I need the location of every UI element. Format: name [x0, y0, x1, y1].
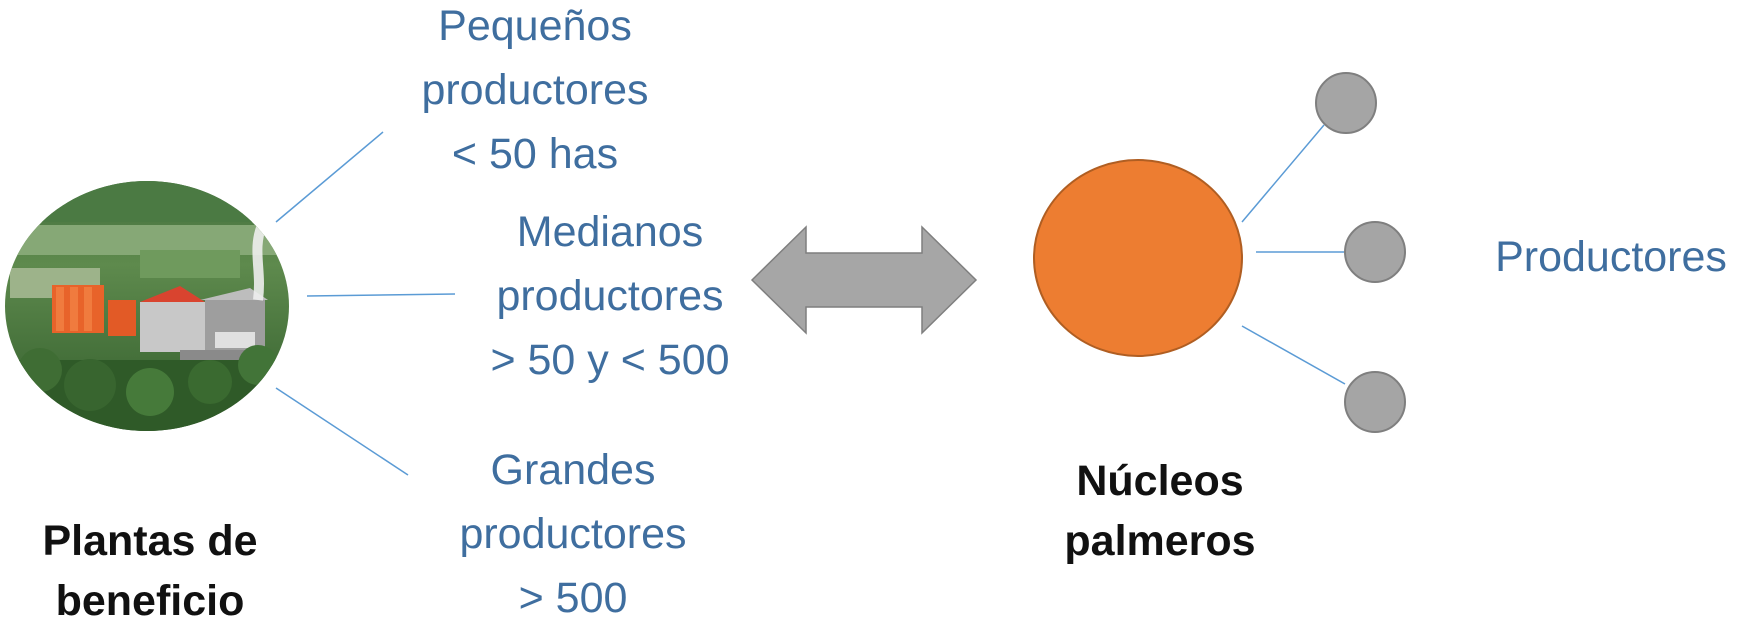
- branch-label-small: Pequeños productores < 50 has: [421, 2, 649, 178]
- satellite-line-top: [1241, 124, 1325, 223]
- branch-label-large: Grandes productores > 500: [459, 446, 687, 622]
- branch-line-large: [275, 387, 409, 476]
- satellite-circle-top: [1315, 72, 1377, 134]
- nucleus-caption: Núcleos palmeros: [1064, 457, 1256, 565]
- satellites-label: Productores: [1495, 233, 1727, 281]
- branch-line-small: [275, 131, 384, 223]
- satellite-circle-bottom: [1344, 371, 1406, 433]
- plant-photo: [5, 181, 289, 431]
- branch-label-medium: Medianos productores > 50 y < 500: [490, 208, 730, 384]
- satellite-circle-middle: [1344, 221, 1406, 283]
- satellite-line-bottom: [1241, 325, 1346, 385]
- double-arrow-icon: [750, 225, 978, 335]
- branch-line-medium: [306, 293, 456, 297]
- nucleus-circle: [1033, 159, 1243, 357]
- plant-caption: Plantas de beneficio: [42, 517, 258, 625]
